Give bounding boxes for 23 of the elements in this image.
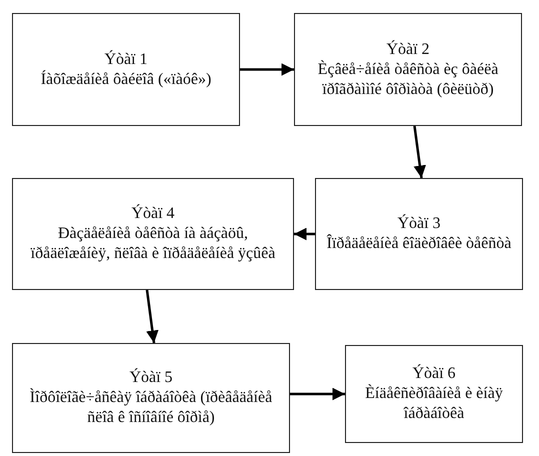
stage-description: Ðàçäåëåíèå òåêñòà íà àáçàöû, ïðåäëîæåíèÿ, ñëîâà è îïðåäåëåíèå ÿçûêà [30, 224, 276, 264]
arrow [294, 228, 315, 240]
stage-title: Ýòàï 1 [104, 50, 148, 70]
arrow [413, 126, 426, 178]
stage-title: Ýòàï 3 [397, 214, 441, 234]
stage-description: Èíäåêñèðîâàíèå è èíàÿ îáðàáîòêà [364, 384, 504, 424]
process-box [12, 343, 290, 453]
process-box [12, 178, 294, 290]
stage-description: Îïðåäåëåíèå êîäèðîâêè òåêñòà [326, 234, 512, 254]
arrow [146, 290, 159, 344]
process-box [12, 13, 240, 126]
stage-title: Ýòàï 6 [412, 364, 456, 384]
arrow [290, 388, 345, 400]
stage-title: Ýòàï 2 [386, 40, 430, 60]
process-box [315, 178, 523, 290]
process-box [294, 13, 522, 126]
stage-description: Íàõîæäåíèå ôàéëîâ («ïàóê») [40, 70, 212, 90]
process-box [345, 345, 523, 443]
stage-title: Ýòàï 5 [129, 368, 173, 388]
arrow [240, 63, 294, 76]
stage-description: Ìîðôîëîãè÷åñêàÿ îáðàáîòêà (ïðèâåäåíèå ñëîâ ê îñíîâíîé ôîðìå) [28, 388, 274, 428]
stage-description: Èçâëå÷åíèå òåêñòà èç ôàéëà ïðîãðàììîé ôîðìàòà (ôèëüòð) [316, 60, 500, 100]
stage-title: Ýòàï 4 [131, 204, 175, 224]
